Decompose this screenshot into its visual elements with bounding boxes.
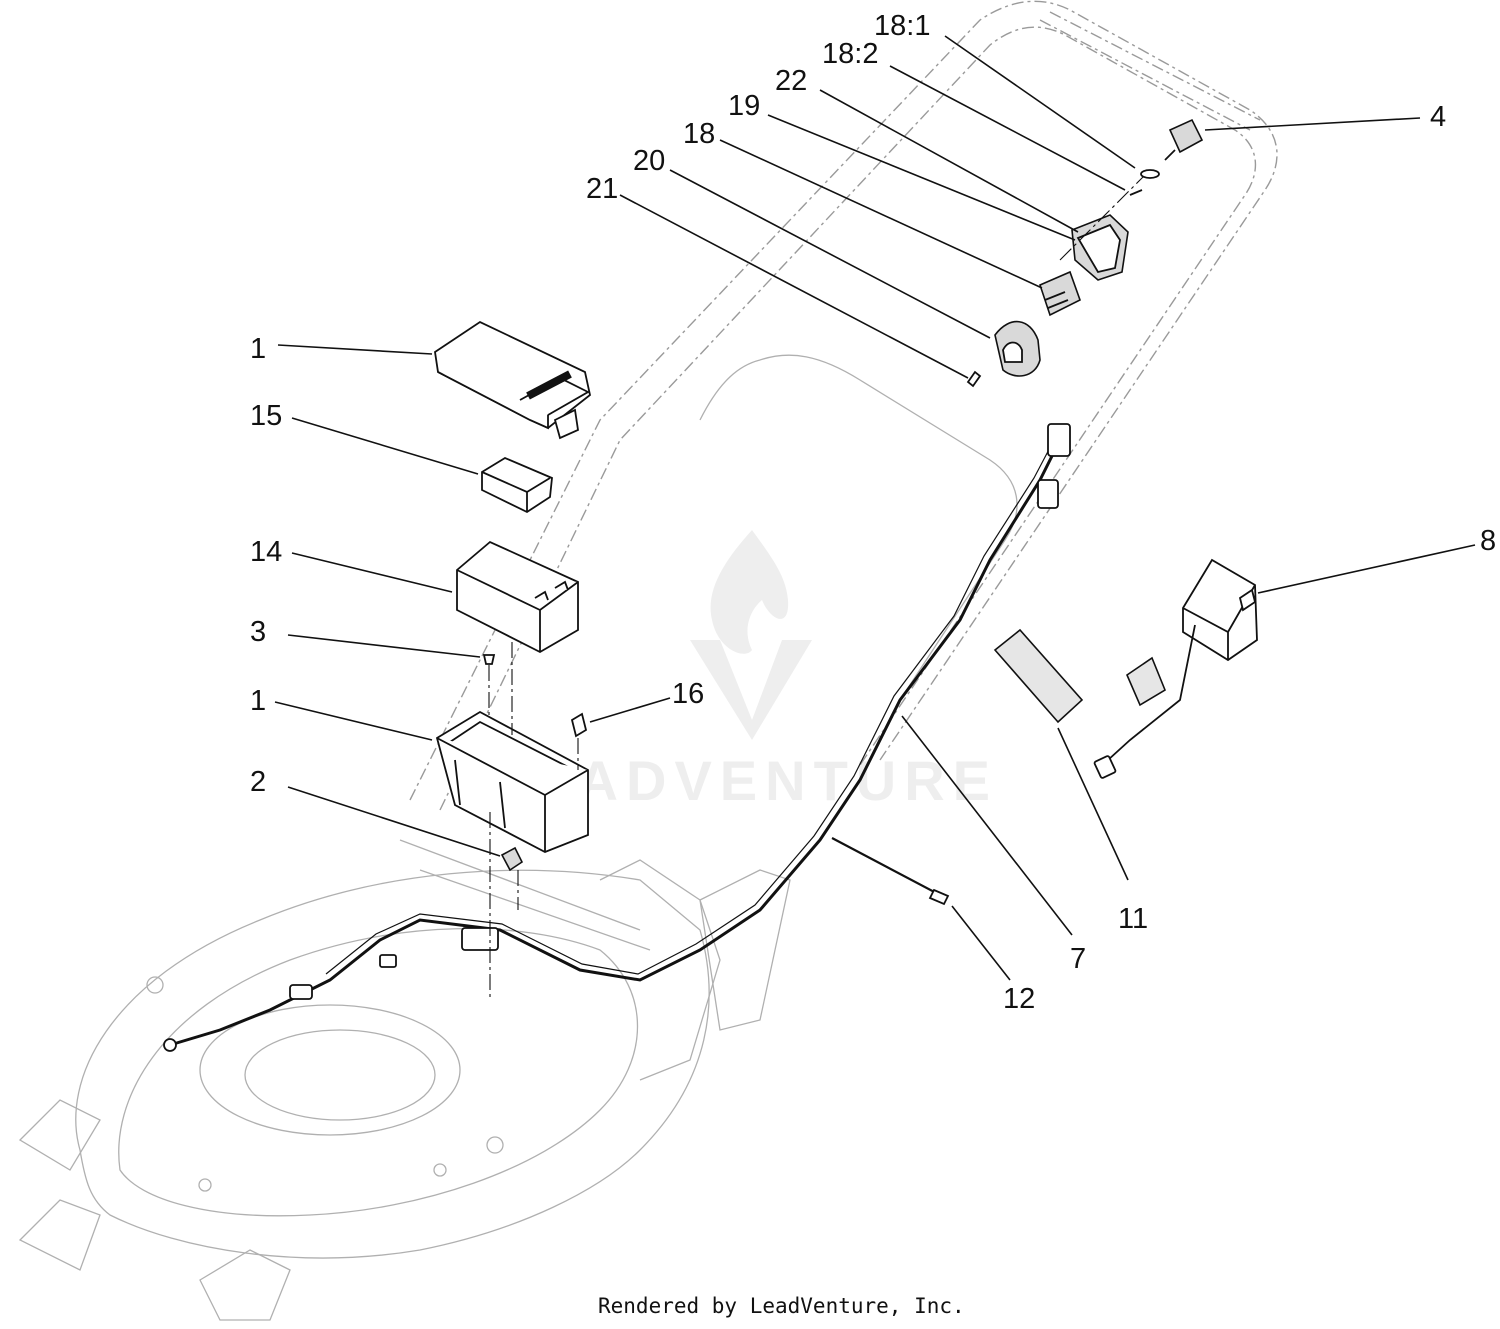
leadventure-flame-logo bbox=[690, 530, 812, 740]
part-4-key bbox=[1164, 118, 1204, 161]
leader-20 bbox=[669, 169, 991, 339]
part-20-switch-cover bbox=[994, 320, 1041, 377]
part-18-2-pin bbox=[1129, 189, 1143, 196]
footer-credit: Rendered by LeadVenture, Inc. bbox=[598, 1294, 965, 1318]
leader-18-1 bbox=[944, 35, 1136, 169]
part-19-switch-housing bbox=[1059, 169, 1151, 281]
callout-8: 8 bbox=[1480, 525, 1496, 557]
leader-16 bbox=[589, 697, 671, 723]
leader-14 bbox=[291, 552, 453, 593]
part-1-battery-tray bbox=[435, 642, 589, 853]
leader-1-top bbox=[277, 344, 433, 355]
callout-21: 21 bbox=[586, 173, 618, 205]
leader-2 bbox=[287, 786, 501, 857]
callout-4: 4 bbox=[1430, 101, 1446, 133]
callout-18-2: 18:2 bbox=[822, 38, 878, 70]
callout-19: 19 bbox=[728, 90, 760, 122]
leader-12 bbox=[951, 905, 1011, 981]
part-18-1-washer bbox=[1140, 169, 1160, 179]
callout-1-bottom: 1 bbox=[250, 685, 266, 717]
callout-2: 2 bbox=[250, 766, 266, 798]
part-8-charger bbox=[1093, 558, 1258, 779]
callout-11: 11 bbox=[1118, 903, 1148, 935]
leader-11 bbox=[1057, 727, 1129, 881]
callout-18-1: 18:1 bbox=[874, 10, 930, 42]
part-1-battery-lid bbox=[434, 320, 591, 440]
callout-16: 16 bbox=[672, 678, 704, 710]
leader-18-2 bbox=[889, 65, 1126, 191]
callout-22: 22 bbox=[775, 65, 807, 97]
part-3-screw bbox=[482, 654, 496, 720]
leader-15 bbox=[291, 417, 479, 475]
leader-3 bbox=[287, 634, 481, 658]
leader-18 bbox=[719, 139, 1043, 289]
leader-19 bbox=[767, 114, 1076, 241]
callout-20: 20 bbox=[633, 145, 665, 177]
part-2-connector bbox=[489, 812, 524, 1000]
part-11-decal bbox=[993, 628, 1166, 724]
part-21-screw bbox=[966, 370, 982, 388]
part-15-foam-pad bbox=[481, 456, 553, 514]
leader-21 bbox=[619, 194, 969, 379]
callout-18: 18 bbox=[683, 118, 715, 150]
leader-22 bbox=[819, 89, 1079, 233]
part-18-switch bbox=[1039, 270, 1081, 317]
callout-14: 14 bbox=[250, 536, 282, 568]
callout-15: 15 bbox=[250, 400, 282, 432]
leader-8 bbox=[1257, 544, 1476, 594]
wire-harness bbox=[163, 423, 1071, 1052]
callout-12: 12 bbox=[1003, 983, 1035, 1015]
callout-3: 3 bbox=[250, 616, 266, 648]
part-14-battery bbox=[456, 540, 579, 654]
leader-1-bottom bbox=[274, 701, 433, 741]
leader-lines bbox=[274, 35, 1476, 981]
part-12-cable-tie bbox=[831, 837, 950, 906]
part-16-fuse bbox=[570, 712, 588, 770]
callout-7: 7 bbox=[1070, 943, 1086, 975]
mower-deck-outline bbox=[18, 839, 791, 1321]
leader-4 bbox=[1204, 117, 1421, 131]
callout-1-top: 1 bbox=[250, 333, 266, 365]
callout-labels: 18:1 18:2 22 19 18 20 21 4 1 15 14 3 1 1… bbox=[250, 10, 1496, 1015]
leader-7 bbox=[901, 715, 1073, 936]
